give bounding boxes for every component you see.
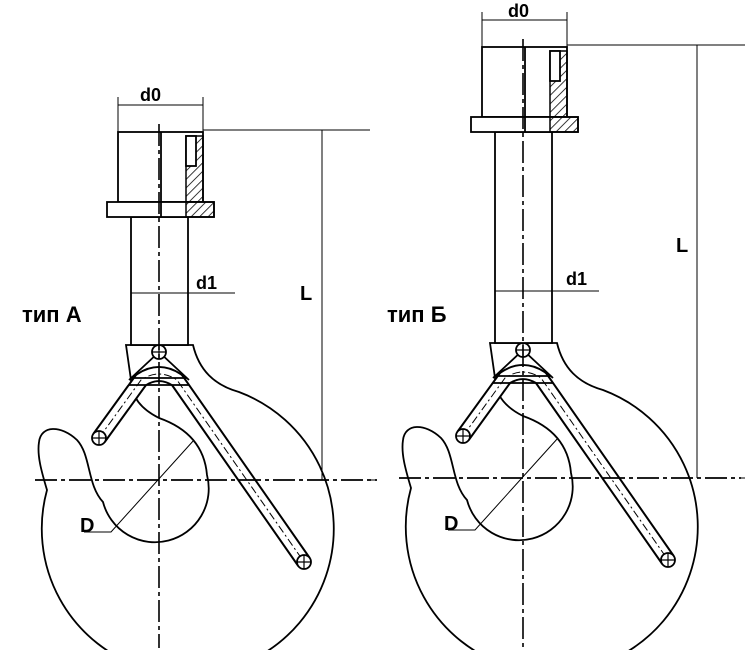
collar-hatch <box>185 201 215 218</box>
collar-hatch <box>549 116 579 133</box>
cross-mark <box>297 555 311 569</box>
lock-screw <box>185 135 197 167</box>
d0-dimension <box>481 12 568 47</box>
length-dimension <box>203 129 377 481</box>
sling-bail-centerline <box>462 371 669 561</box>
cross-mark <box>661 553 675 567</box>
length-label-a: L <box>300 283 312 305</box>
diameter-label-b: D <box>444 513 458 535</box>
lock-screw <box>549 50 561 82</box>
cross-mark <box>92 431 106 445</box>
d0-dimension <box>117 97 204 132</box>
d0-label-a: d0 <box>140 85 161 105</box>
sling-bail-centerline <box>98 373 305 563</box>
d0-label-b: d0 <box>508 1 529 21</box>
diameter-leader <box>448 437 559 531</box>
length-dimension <box>567 44 745 479</box>
length-label-b: L <box>676 235 688 257</box>
type-a-label: тип А <box>22 302 82 327</box>
diameter-label-a: D <box>80 515 94 537</box>
d1-label-a: d1 <box>196 273 217 293</box>
cross-mark <box>456 429 470 443</box>
hook-body <box>401 342 699 650</box>
hook-type-a <box>35 97 377 650</box>
hook-type-b <box>399 12 745 650</box>
d1-label-b: d1 <box>566 269 587 289</box>
hook-body <box>37 344 335 650</box>
diameter-leader <box>84 439 195 533</box>
type-b-label: тип Б <box>387 302 447 327</box>
